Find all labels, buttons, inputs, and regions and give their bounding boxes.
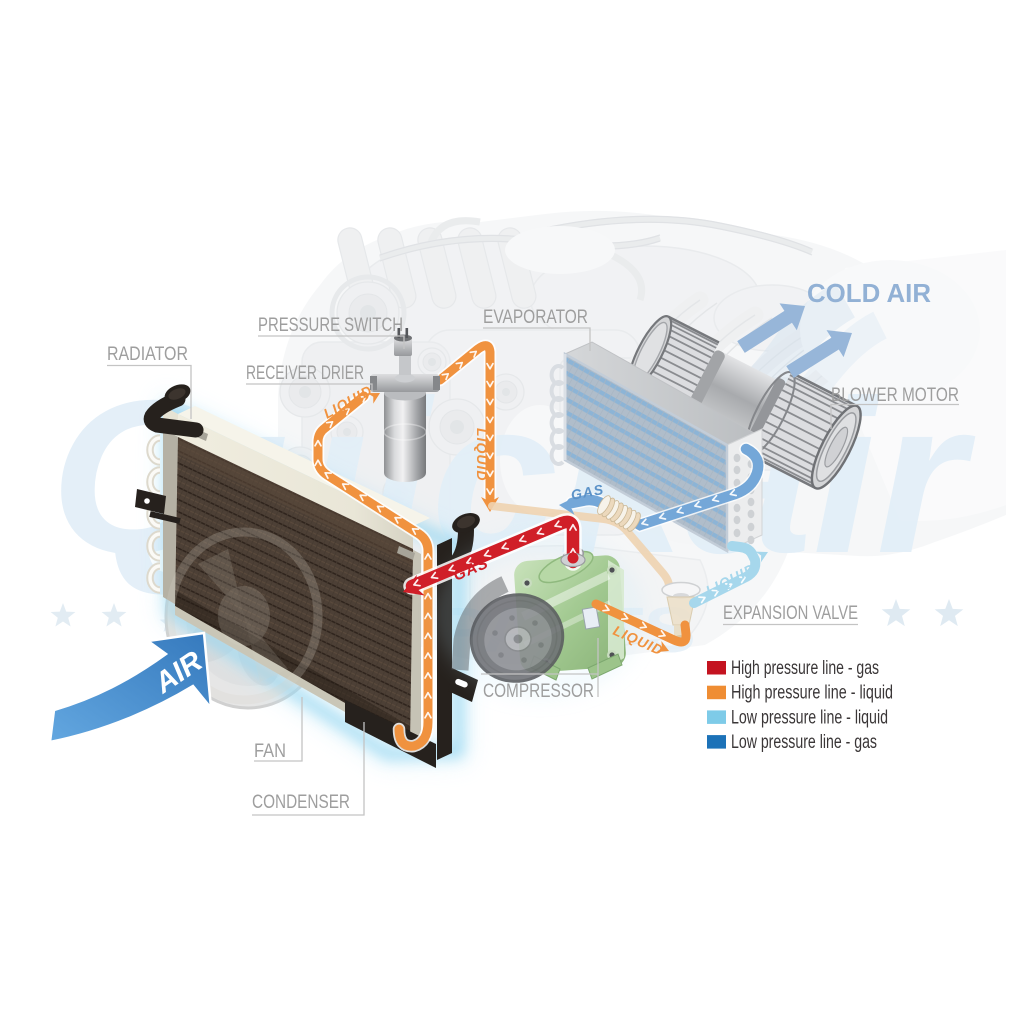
svg-text:FAN: FAN — [254, 741, 286, 762]
svg-text:COLD AIR: COLD AIR — [807, 278, 931, 308]
svg-text:Low pressure line - gas: Low pressure line - gas — [731, 732, 877, 753]
svg-text:RADIATOR: RADIATOR — [107, 344, 188, 365]
svg-text:High pressure line - liquid: High pressure line - liquid — [731, 683, 893, 704]
svg-text:LIQUID: LIQUID — [474, 428, 490, 481]
svg-text:CONDENSER: CONDENSER — [252, 792, 350, 813]
svg-text:BLOWER MOTOR: BLOWER MOTOR — [831, 385, 959, 406]
svg-text:GAS: GAS — [570, 481, 606, 503]
svg-text:PRESSURE SWITCH: PRESSURE SWITCH — [258, 315, 403, 336]
svg-text:EVAPORATOR: EVAPORATOR — [483, 307, 588, 328]
svg-text:RECEIVER DRIER: RECEIVER DRIER — [246, 363, 364, 384]
svg-text:EXPANSION VALVE: EXPANSION VALVE — [723, 603, 858, 624]
svg-text:Low pressure line - liquid: Low pressure line - liquid — [731, 707, 888, 728]
svg-text:High pressure line - gas: High pressure line - gas — [731, 658, 879, 679]
svg-text:COMPRESSOR: COMPRESSOR — [483, 681, 594, 702]
